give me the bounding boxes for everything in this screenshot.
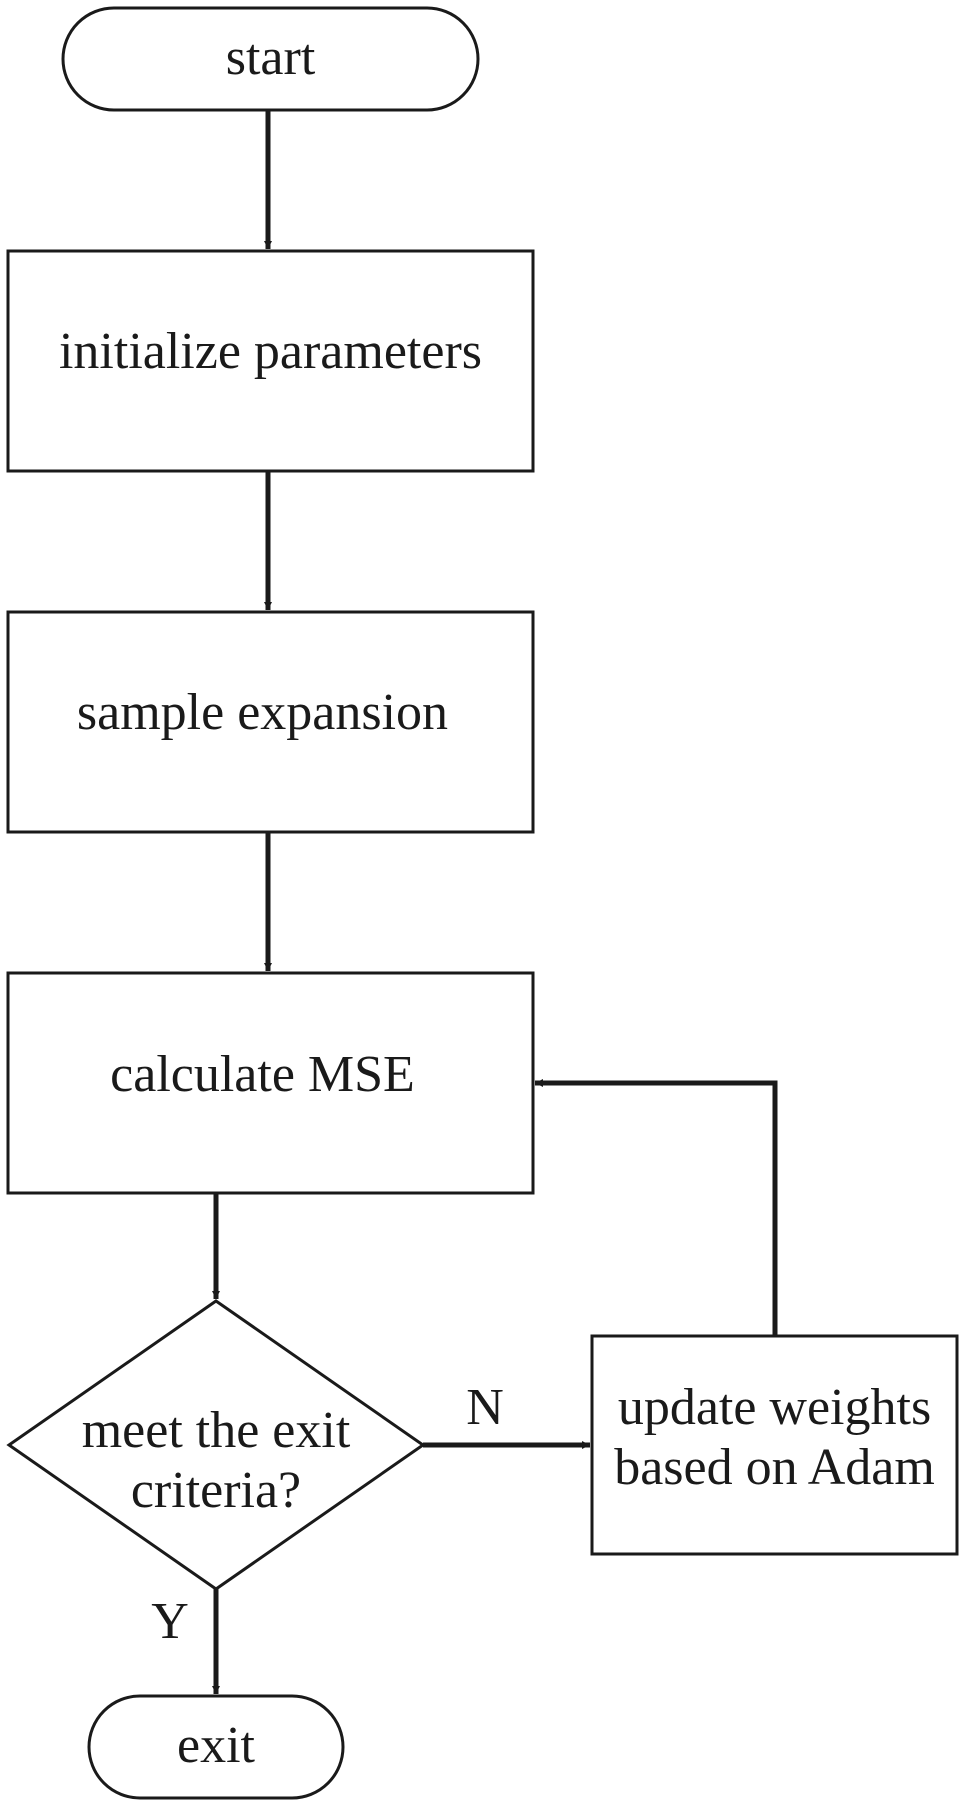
decision-label-line2: criteria? xyxy=(130,1462,302,1519)
exit-label: exit xyxy=(177,1717,255,1774)
initialize-parameters-label: initialize parameters xyxy=(58,323,482,380)
update-weights-label-line2: based on Adam xyxy=(614,1439,935,1496)
calculate-mse-box xyxy=(6,971,535,1195)
decision-label-line1: meet the exit xyxy=(81,1402,351,1459)
no-edge-label: N xyxy=(466,1379,504,1436)
arrow-update-to-mse xyxy=(535,1079,778,1336)
sample-expansion-label: sample expansion xyxy=(76,684,449,741)
update-weights-label-line1: update weights xyxy=(617,1379,932,1436)
yes-edge-label: Y xyxy=(151,1593,189,1650)
start-label: start xyxy=(225,29,316,86)
exit-terminal xyxy=(87,1694,345,1800)
calculate-mse-label: calculate MSE xyxy=(110,1046,415,1103)
